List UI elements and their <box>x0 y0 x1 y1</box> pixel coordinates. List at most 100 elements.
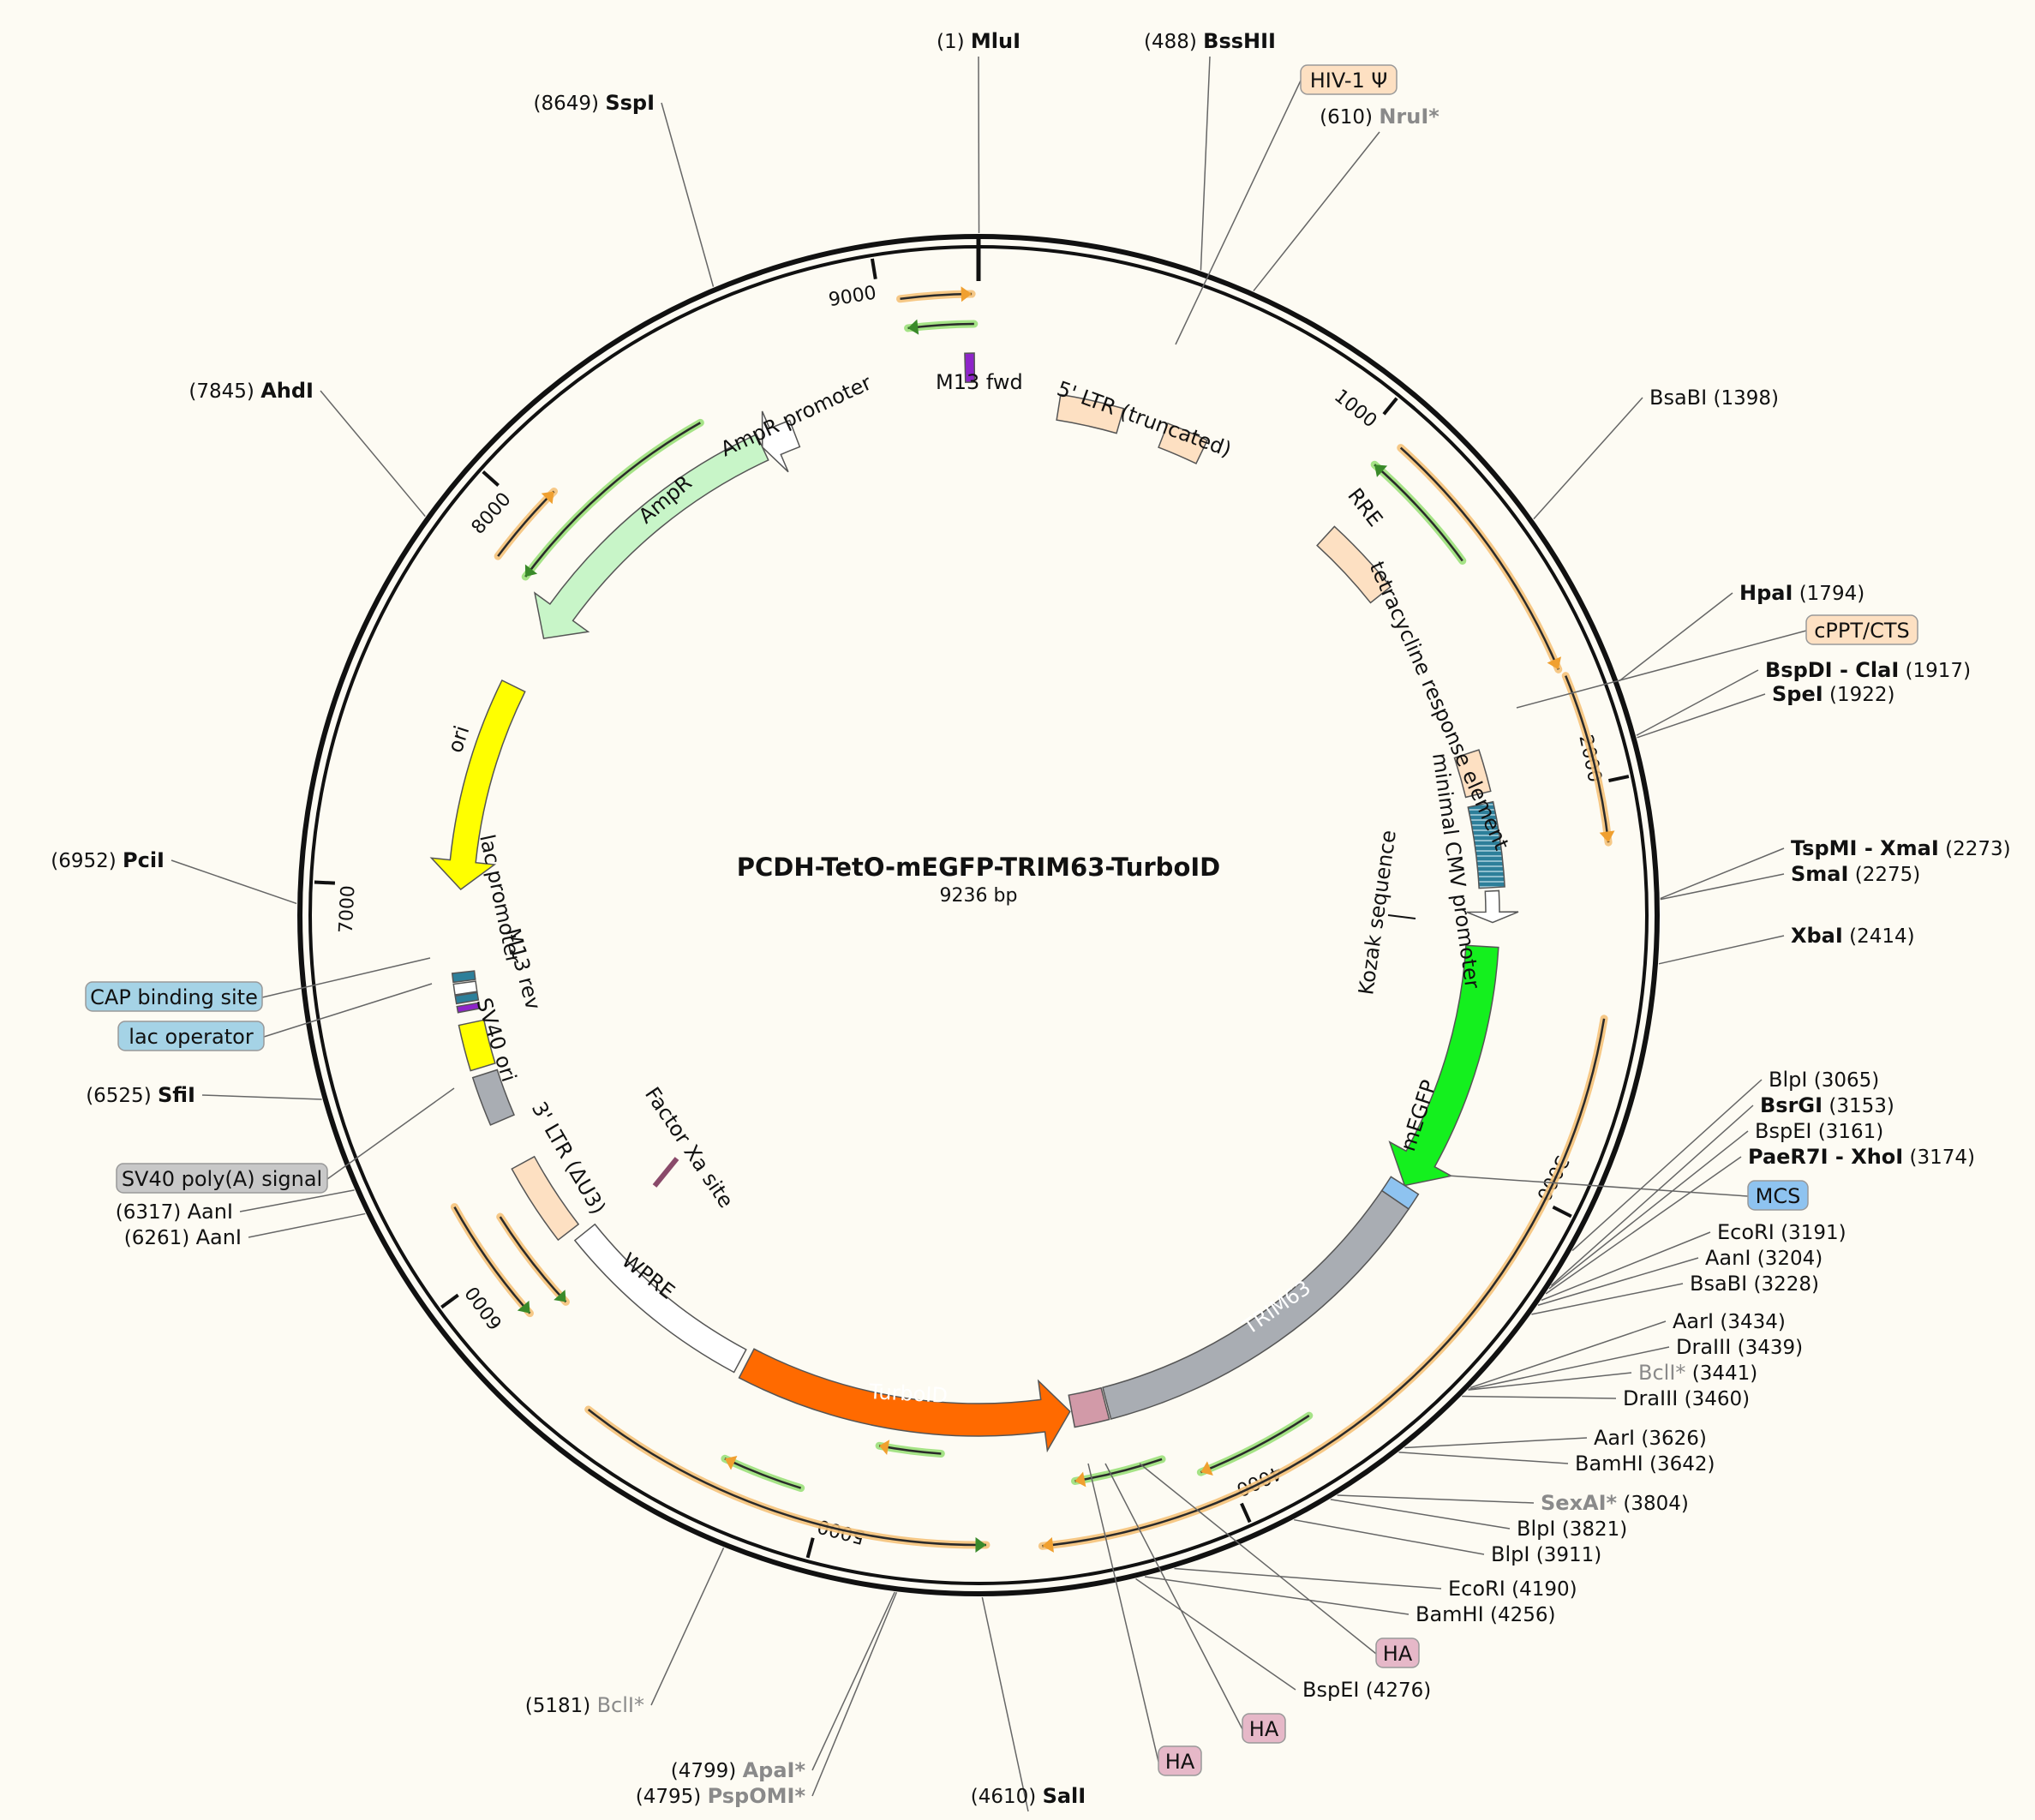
callout-leader <box>1175 80 1302 345</box>
callout-bg <box>117 1021 265 1051</box>
enzyme-leader <box>1537 1257 1699 1306</box>
enzyme-position: (3065) <box>1807 1069 1879 1092</box>
feature-lac-op <box>454 991 480 1005</box>
enzyme-position: (3153) <box>1823 1095 1894 1117</box>
enzyme-site: BspEI (3161) <box>1755 1119 1883 1143</box>
enzyme-name: SexAI* <box>1541 1491 1618 1515</box>
callout-box: HA <box>1158 1745 1202 1776</box>
enzyme-name: PspOMI* <box>708 1784 806 1808</box>
enzyme-site: SmaI (2275) <box>1791 862 1920 886</box>
orf-arrowhead <box>517 1300 530 1314</box>
enzyme-position: (5181) <box>525 1695 597 1717</box>
callout-leader <box>1139 1463 1377 1655</box>
label-ori: ori <box>443 723 474 756</box>
enzyme-name: AanI <box>196 1225 242 1249</box>
enzyme-leader <box>248 1212 366 1238</box>
enzyme-position: (8649) <box>534 93 606 115</box>
enzyme-name: SspI <box>605 91 655 115</box>
enzyme-site: BsrGI (3153) <box>1760 1093 1894 1117</box>
feature-sv40-ori <box>471 1069 515 1126</box>
enzyme-site: XbaI (2414) <box>1791 924 1915 948</box>
enzyme-leader <box>1135 1578 1296 1691</box>
enzyme-position: (4795) <box>636 1786 708 1808</box>
callout-box: SV40 poly(A) signal <box>116 1163 328 1194</box>
orf-arc-line <box>524 422 701 578</box>
enzyme-name: BlpI <box>1517 1517 1555 1541</box>
callout-leader <box>1516 630 1807 709</box>
enzyme-site: BspEI (4276) <box>1302 1678 1431 1702</box>
enzyme-position: (1794) <box>1793 583 1864 605</box>
enzyme-position: (4610) <box>971 1786 1043 1808</box>
enzyme-site: BsaBI (3228) <box>1690 1272 1819 1296</box>
callout-leader <box>326 1087 455 1180</box>
enzyme-label: BsrGI (3153) <box>1760 1093 1894 1117</box>
callout-bg <box>1158 1745 1202 1776</box>
callout-box: HA <box>1242 1713 1286 1744</box>
enzyme-label: BamHI (4256) <box>1416 1602 1555 1626</box>
orf-arc-line <box>1042 1018 1606 1548</box>
enzyme-leader <box>171 859 297 905</box>
enzyme-leader <box>811 1591 895 1771</box>
enzyme-position: (3460) <box>1678 1388 1750 1410</box>
label-rre: RRE <box>1343 483 1387 530</box>
enzyme-name: BspEI <box>1302 1678 1359 1702</box>
orf-arrowhead <box>907 319 919 335</box>
label-m13-fwd: M13 fwd <box>936 370 1023 394</box>
enzyme-label: (8649) SspI <box>534 91 655 115</box>
enzyme-name: SpeI <box>1772 682 1823 706</box>
enzyme-position: (3911) <box>1529 1544 1601 1566</box>
enzyme-label: HpaI (1794) <box>1739 581 1864 605</box>
orf-arrowhead <box>1042 1536 1054 1553</box>
tick-mark <box>314 880 336 885</box>
enzyme-site: BamHI (3642) <box>1575 1452 1715 1476</box>
tick-label: 7000 <box>336 885 360 934</box>
feature-rre <box>1316 525 1392 604</box>
enzyme-label: DraIII (3439) <box>1676 1335 1803 1359</box>
enzyme-site: DraIII (3439) <box>1676 1335 1803 1359</box>
enzyme-name: DraIII <box>1623 1386 1678 1410</box>
enzyme-site: BamHI (4256) <box>1416 1602 1555 1626</box>
callout-box: MCS <box>1747 1180 1809 1211</box>
enzyme-name: MluI <box>971 29 1020 53</box>
enzyme-leader <box>981 1596 1029 1812</box>
enzyme-name: BsaBI <box>1649 386 1707 410</box>
label-factorxa: Factor Xa site <box>640 1083 738 1212</box>
tick-mark <box>1382 397 1398 416</box>
tick-label: 9000 <box>827 283 877 312</box>
feature-ampr <box>533 433 769 639</box>
enzyme-label: SmaI (2275) <box>1791 862 1920 886</box>
feature-m13-fwd <box>964 352 976 383</box>
enzyme-leader <box>1531 1283 1684 1315</box>
enzyme-leader <box>1144 1576 1410 1615</box>
enzyme-label: BlpI (3911) <box>1491 1542 1601 1566</box>
enzyme-leader <box>1636 669 1759 736</box>
callout-text: CAP binding site <box>90 985 258 1009</box>
enzyme-label: (7845) AhdI <box>189 379 314 403</box>
callout-box: HIV-1 Ψ <box>1300 64 1398 95</box>
enzyme-position: (3642) <box>1643 1453 1715 1476</box>
enzyme-label: (6952) PciI <box>51 848 165 872</box>
enzyme-leader <box>1253 131 1380 292</box>
enzyme-site: AarI (3434) <box>1673 1309 1786 1333</box>
enzyme-leader <box>1330 1499 1511 1530</box>
enzyme-label: (6525) SfiI <box>86 1083 195 1107</box>
enzyme-site: BclI* (3441) <box>1638 1361 1757 1385</box>
enzyme-leader <box>1294 1518 1485 1555</box>
enzyme-leader <box>1660 847 1785 900</box>
callout-text: MCS <box>1756 1184 1801 1208</box>
enzyme-name: AarI <box>1673 1309 1714 1333</box>
enzyme-label: PaeR7I - XhoI (3174) <box>1748 1145 1975 1169</box>
enzyme-leader <box>1541 1231 1711 1302</box>
enzyme-name: ApaI* <box>743 1758 806 1782</box>
orf-arrowhead <box>541 491 554 505</box>
enzyme-site: PaeR7I - XhoI (3174) <box>1748 1145 1975 1169</box>
enzyme-name: AarI <box>1594 1426 1635 1450</box>
enzyme-position: (6952) <box>51 850 123 872</box>
callout-bg <box>1300 64 1398 95</box>
callout-box: lac operator <box>117 1021 265 1051</box>
enzyme-leader <box>1337 1494 1535 1504</box>
orf-arc <box>1397 444 1563 674</box>
callout-leader <box>1087 1463 1159 1763</box>
orf-arrowhead <box>1374 464 1388 477</box>
